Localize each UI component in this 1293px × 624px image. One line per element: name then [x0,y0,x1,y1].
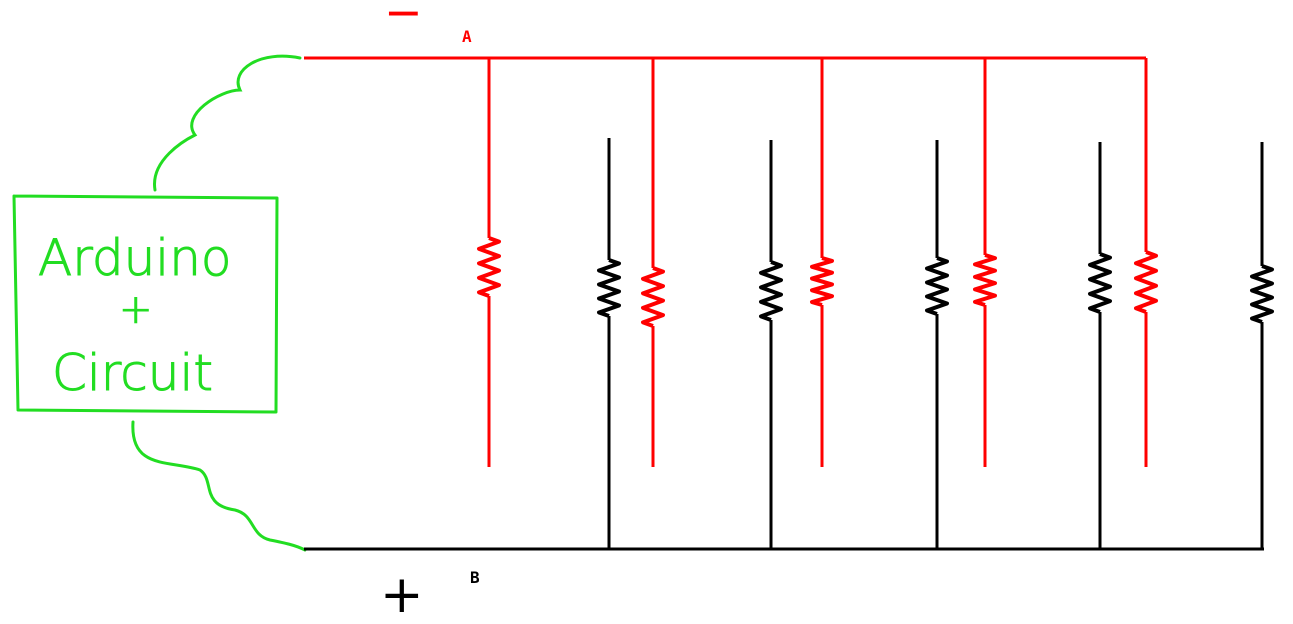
positive-branch-1 [597,138,621,549]
controller-wire-bottom [131,420,307,552]
positive-resistor-icon [759,260,783,322]
controller-box: Arduino + Circuit [12,194,279,414]
controller-label-line3: Circuit [52,344,213,402]
positive-resistor-icon [925,256,949,316]
negative-rail: − A [304,0,1146,60]
negative-branch-4 [973,58,997,467]
positive-symbol: + [380,565,424,624]
negative-branch-2 [641,58,665,467]
positive-branch-4 [1088,142,1112,549]
positive-branches [597,138,1274,549]
positive-branch-3 [925,140,949,549]
positive-rail-label: B [470,568,480,587]
negative-symbol: − [384,0,423,39]
controller-label-line1: Arduino [38,229,231,287]
negative-rail-label: A [462,27,472,46]
positive-resistor-icon [1250,264,1274,324]
controller-wire-top [153,54,302,192]
positive-rail: + B [304,547,1264,624]
negative-resistor-icon [641,266,665,328]
negative-resistor-icon [810,256,834,307]
negative-branch-1 [477,58,501,467]
controller-box-outline [12,194,279,414]
positive-resistor-icon [597,258,621,318]
controller-label-line2: + [119,287,153,333]
negative-branches [477,58,1158,467]
negative-resistor-icon [1134,250,1158,314]
negative-branch-3 [810,58,834,467]
negative-branch-5 [1134,58,1158,467]
positive-branch-2 [759,140,783,549]
positive-resistor-icon [1088,252,1112,314]
negative-resistor-icon [973,253,997,307]
negative-resistor-icon [477,236,501,298]
positive-branch-5 [1250,142,1274,549]
